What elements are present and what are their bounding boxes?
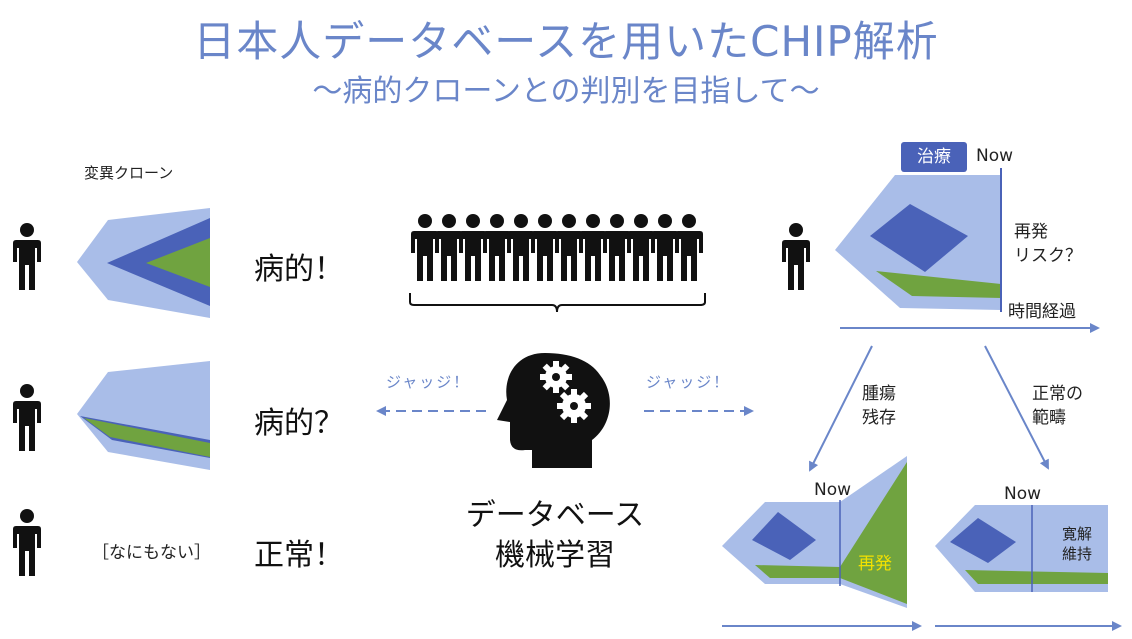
relapse-label: 再発 [858, 554, 892, 574]
verdict-row3: 正常！ [254, 538, 344, 573]
relapse-risk-line2: リスク？ [1014, 246, 1082, 266]
relapse-risk-label: 再発 リスク？ [1014, 220, 1082, 268]
branch-right-line1: 正常の [1032, 384, 1083, 404]
remission-line1: 寛解 [1062, 525, 1093, 543]
branch-left-label: 腫瘍 残存 [862, 382, 896, 430]
branch-left-line1: 腫瘍 [862, 384, 896, 404]
time-label: 時間経過 [1008, 302, 1076, 322]
branch-arrow-right [984, 345, 1049, 470]
treatment-badge: 治療 [901, 142, 967, 172]
branch-left-line2: 残存 [862, 408, 896, 428]
page-subtitle: 〜病的クローンとの判別を目指して〜 [312, 74, 820, 109]
now-label-top: Now [976, 146, 1014, 166]
person-icon-row2 [13, 384, 41, 451]
branch-arrow-left [809, 345, 873, 472]
judge-left-label: ジャッジ！ [386, 373, 471, 391]
database-line1: データベース [465, 498, 645, 533]
branch-right-line2: 範疇 [1032, 408, 1066, 428]
remission-line2: 維持 [1062, 545, 1093, 563]
clone-shape-row1 [77, 208, 210, 318]
verdict-row2: 病的？ [254, 406, 344, 441]
database-line2: 機械学習 [495, 538, 615, 573]
clone-timeline-relapse [722, 456, 907, 608]
nothing-note: ［なにもない］ [92, 543, 211, 563]
page-title: 日本人データベースを用いたCHIP解析 [193, 17, 939, 66]
judge-right-label: ジャッジ！ [646, 373, 731, 391]
now-label-bottom-left: Now [814, 480, 852, 500]
relapse-risk-line1: 再発 [1014, 222, 1048, 242]
clone-timeline-top [835, 168, 1002, 312]
database-label: データベース 機械学習 [440, 496, 670, 576]
clone-shape-row2 [77, 361, 210, 470]
branch-right-label: 正常の 範疇 [1032, 382, 1083, 430]
person-icon-row1 [13, 223, 41, 290]
verdict-row1: 病的！ [254, 252, 344, 287]
crowd-icon [411, 214, 703, 281]
remission-label: 寛解 維持 [1062, 524, 1092, 564]
brain-gear-icon [497, 353, 610, 468]
clone-label: 変異クローン [84, 164, 174, 182]
now-label-bottom-right: Now [1004, 484, 1042, 504]
person-icon-right [782, 223, 810, 290]
clone-timeline-remission [935, 505, 1108, 592]
brace-icon [409, 293, 706, 313]
person-icon-row3 [13, 509, 41, 576]
